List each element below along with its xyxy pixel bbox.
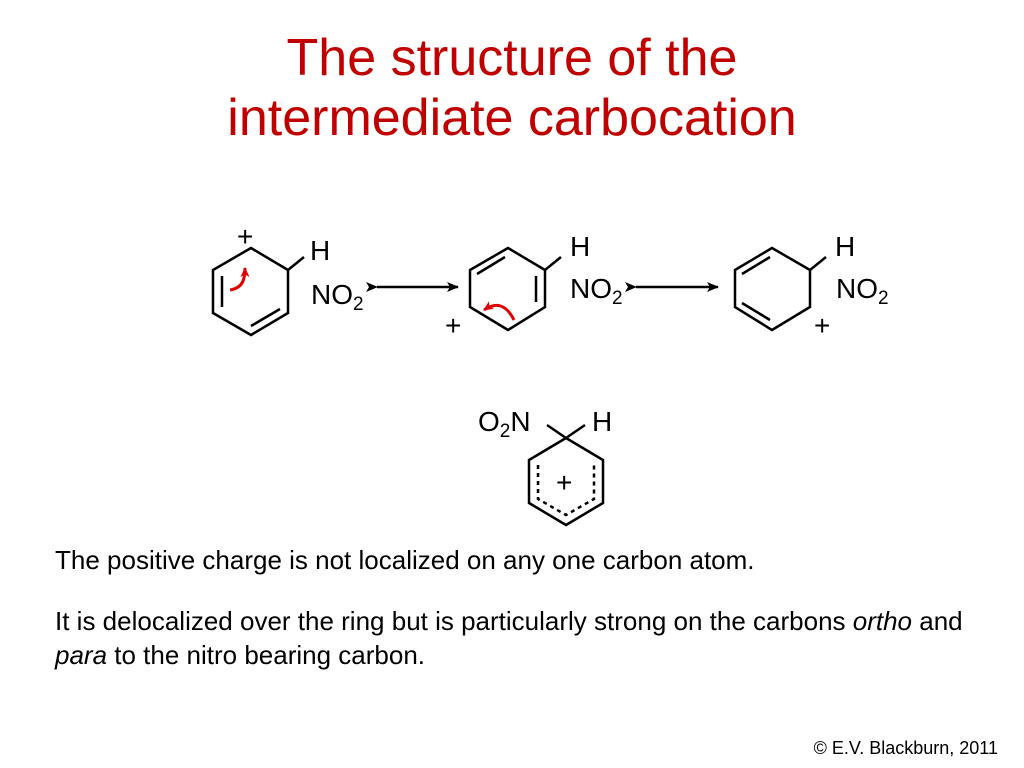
hybrid-delocalization-dashes <box>536 465 596 517</box>
ring-3-nitro-label: NO2 <box>836 273 889 309</box>
hybrid-ring <box>527 436 605 527</box>
hybrid-nitro-label: O2N <box>478 406 531 442</box>
ring-1 <box>211 246 290 337</box>
resonance-structure-2: H NO2 + <box>445 231 623 341</box>
ring-1-double-bond-bottom <box>250 307 281 328</box>
slide-title: The structure of the intermediate carboc… <box>0 28 1024 148</box>
ring-2-curved-arrow <box>483 301 516 321</box>
explanation-paragraph-1: The positive charge is not localized on … <box>55 545 755 575</box>
ring-2 <box>468 246 547 332</box>
copyright-notice: © E.V. Blackburn, 2011 <box>813 738 998 758</box>
resonance-structure-3: H NO2 + <box>733 231 889 341</box>
resonance-hybrid: O2N H + <box>478 406 612 527</box>
ring-2-bond-to-h <box>544 256 562 271</box>
para2-text-a: It is delocalized over the ring but is p… <box>55 606 853 636</box>
hybrid-plus: + <box>556 467 572 498</box>
title-line-1: The structure of the <box>286 29 738 87</box>
hybrid-bond-to-h <box>565 423 586 440</box>
ring-2-nitro-label: NO2 <box>570 273 623 309</box>
ring-1-bond-to-h <box>287 256 305 271</box>
explanation-paragraph-2: It is delocalized over the ring but is p… <box>55 604 995 672</box>
para2-text-c: to the nitro bearing carbon. <box>107 640 426 670</box>
para2-text-b: and <box>912 606 963 636</box>
para2-para: para <box>55 640 108 670</box>
ring-3-h-label: H <box>835 231 855 262</box>
ring-3-plus: + <box>814 310 830 341</box>
title-line-2: intermediate carbocation <box>227 89 797 147</box>
ring-3 <box>733 246 812 332</box>
ring-3-double-bond-top <box>741 255 771 276</box>
ring-1-plus: + <box>237 221 253 252</box>
hybrid-bond-to-n <box>546 423 567 440</box>
para2-ortho: ortho <box>852 606 913 636</box>
ring-2-plus: + <box>445 310 461 341</box>
ring-3-bond-to-h <box>809 256 827 271</box>
ring-1-curved-arrow <box>229 267 250 292</box>
resonance-structure-1: + H NO2 <box>211 221 364 337</box>
ring-1-nitro-label: NO2 <box>311 279 364 315</box>
ring-2-h-label: H <box>570 231 590 262</box>
hybrid-h-label: H <box>592 406 612 437</box>
ring-3-double-bond-bottom <box>741 301 771 322</box>
ring-2-double-bond-top <box>476 255 506 276</box>
ring-1-h-label: H <box>310 235 330 266</box>
